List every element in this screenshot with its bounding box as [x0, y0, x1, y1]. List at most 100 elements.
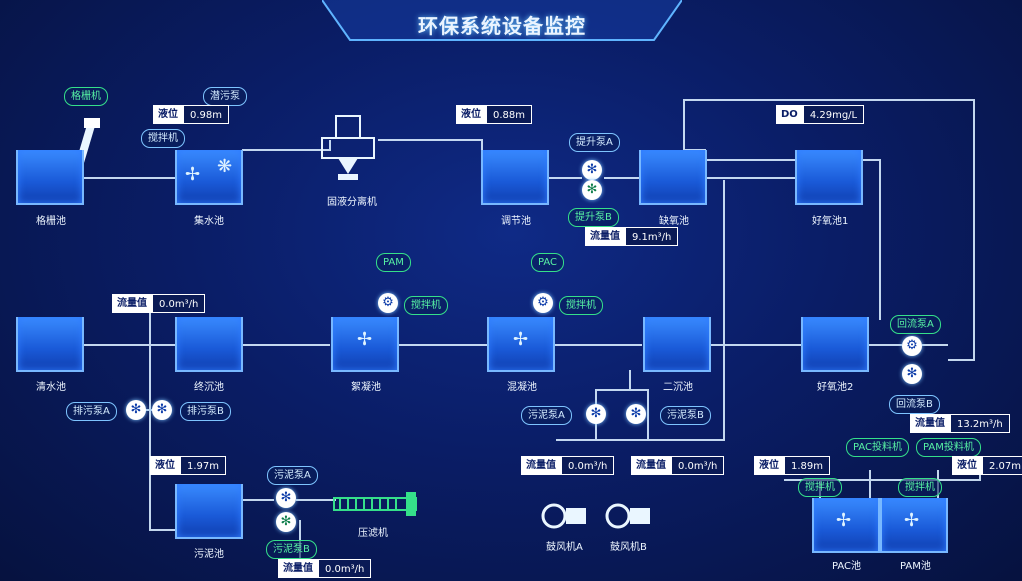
collect-mixer-label[interactable]: 搅拌机 [141, 129, 185, 148]
sludge-b-flow-key: 流量值 [631, 456, 671, 475]
floc-gear-icon[interactable]: ⚙ [378, 293, 398, 313]
do-readout: DO 4.29mg/L [776, 105, 865, 124]
pam-dose-label[interactable]: PAM [376, 253, 411, 272]
reflux-flow-readout: 流量值 13.2m³/h [910, 414, 1010, 433]
submersible-pump-label[interactable]: 潜污泵 [203, 87, 247, 106]
press-pump-a-icon[interactable]: ✻ [276, 488, 296, 508]
reflux-pump-a-icon[interactable]: ⚙ [902, 336, 922, 356]
lift-pump-b-label[interactable]: 提升泵B [568, 208, 619, 227]
tank-collect[interactable]: ✢ ❋ [175, 150, 243, 205]
collect-level-readout: 液位 0.98m [153, 105, 230, 124]
pam-doser-label[interactable]: PAM投料机 [916, 438, 981, 457]
blower-b-icon[interactable] [604, 498, 652, 532]
press-pump-b-icon[interactable]: ✻ [276, 512, 296, 532]
do-key: DO [776, 105, 803, 124]
pac-level-key: 液位 [754, 456, 784, 475]
pam-fan-icon: ✢ [904, 510, 920, 531]
pac-fan-icon: ✢ [836, 510, 852, 531]
sludge-b-flow-value: 0.0m³/h [671, 456, 725, 475]
filter-press-icon[interactable] [330, 490, 420, 520]
sludge-level-readout: 液位 1.97m [150, 456, 227, 475]
press-pump-a-label[interactable]: 污泥泵A [267, 466, 318, 485]
floc-fan-icon: ✢ [357, 329, 373, 350]
sludge-pump-a-icon[interactable]: ✻ [586, 404, 606, 424]
tank-adjust[interactable] [481, 150, 549, 205]
pac-doser-label[interactable]: PAC投料机 [846, 438, 910, 457]
press-label: 压滤机 [358, 528, 388, 539]
tank-anoxic-label: 缺氧池 [659, 216, 689, 227]
tank-coag-label: 混凝池 [507, 382, 537, 393]
drain-pump-a-icon[interactable]: ✻ [126, 400, 146, 420]
tank-sludge[interactable] [175, 484, 243, 539]
final-flow-key: 流量值 [112, 294, 152, 313]
pam-level-value: 2.07m [982, 456, 1022, 475]
page-title: 环保系统设备监控 [418, 14, 586, 38]
tank-floc-label: 絮凝池 [351, 382, 381, 393]
lift-pump-a-icon[interactable]: ✻ [582, 160, 602, 180]
lift-pump-b-icon[interactable]: ✻ [582, 180, 602, 200]
tank-final[interactable] [175, 317, 243, 372]
collect-pump-icon: ❋ [217, 156, 233, 177]
sludge-level-key: 液位 [150, 456, 180, 475]
collect-level-value: 0.98m [183, 105, 230, 124]
tank-sludge-label: 污泥池 [194, 549, 224, 560]
drain-pump-b-icon[interactable]: ✻ [152, 400, 172, 420]
adjust-level-key: 液位 [456, 105, 486, 124]
tank-collect-label: 集水池 [194, 216, 224, 227]
floc-mixer-label[interactable]: 搅拌机 [404, 296, 448, 315]
press-flow-readout: 流量值 0.0m³/h [278, 559, 372, 578]
lift-flow-key: 流量值 [585, 227, 625, 246]
tank-grille[interactable] [16, 150, 84, 205]
lift-pump-a-label[interactable]: 提升泵A [569, 133, 620, 152]
tank-pam[interactable]: ✢ [880, 498, 948, 553]
tank-final-label: 终沉池 [194, 382, 224, 393]
sludge-a-flow-readout: 流量值 0.0m³/h [521, 456, 615, 475]
blower-a-icon[interactable] [540, 498, 588, 532]
drain-pump-a-label[interactable]: 排污泵A [66, 402, 117, 421]
tank-aerobic1[interactable] [795, 150, 863, 205]
coag-mixer-label[interactable]: 搅拌机 [559, 296, 603, 315]
coag-fan-icon: ✢ [513, 329, 529, 350]
tank-pam-label: PAM池 [900, 561, 931, 572]
do-value: 4.29mg/L [802, 105, 865, 124]
reflux-flow-key: 流量值 [910, 414, 950, 433]
press-pump-b-label[interactable]: 污泥泵B [266, 540, 317, 559]
tank-pac[interactable]: ✢ [812, 498, 880, 553]
reflux-pump-b-icon[interactable]: ✻ [902, 364, 922, 384]
title-frame [322, 0, 682, 41]
sludge-pump-b-icon[interactable]: ✻ [626, 404, 646, 424]
final-flow-value: 0.0m³/h [152, 294, 206, 313]
reflux-pump-a-label[interactable]: 回流泵A [890, 315, 941, 334]
adjust-level-readout: 液位 0.88m [456, 105, 533, 124]
sludge-level-value: 1.97m [180, 456, 227, 475]
drain-pump-b-label[interactable]: 排污泵B [180, 402, 231, 421]
press-flow-value: 0.0m³/h [318, 559, 372, 578]
pac-dose-label[interactable]: PAC [531, 253, 565, 272]
reflux-pump-b-label[interactable]: 回流泵B [889, 395, 940, 414]
sludge-a-flow-key: 流量值 [521, 456, 561, 475]
grille-machine-label[interactable]: 格栅机 [64, 87, 108, 106]
press-flow-key: 流量值 [278, 559, 318, 578]
tank-aerobic2[interactable] [801, 317, 869, 372]
sludge-a-flow-value: 0.0m³/h [561, 456, 615, 475]
pam-mixer-label[interactable]: 搅拌机 [898, 478, 942, 497]
sludge-pump-a-label[interactable]: 污泥泵A [521, 406, 572, 425]
sludge-pump-b-label[interactable]: 污泥泵B [660, 406, 711, 425]
separator-icon[interactable] [318, 112, 378, 184]
tank-coag[interactable]: ✢ [487, 317, 555, 372]
tank-second[interactable] [643, 317, 711, 372]
tank-second-label: 二沉池 [663, 382, 693, 393]
lift-flow-value: 9.1m³/h [625, 227, 679, 246]
tank-grille-label: 格栅池 [36, 216, 66, 227]
tank-anoxic[interactable] [639, 150, 707, 205]
coag-gear-icon[interactable]: ⚙ [533, 293, 553, 313]
tank-clear[interactable] [16, 317, 84, 372]
tank-floc[interactable]: ✢ [331, 317, 399, 372]
tank-pac-label: PAC池 [832, 561, 862, 572]
pam-level-key: 液位 [952, 456, 982, 475]
pac-mixer-label[interactable]: 搅拌机 [798, 478, 842, 497]
tank-aerobic1-label: 好氧池1 [812, 216, 849, 227]
sludge-b-flow-readout: 流量值 0.0m³/h [631, 456, 725, 475]
collect-fan-icon: ✢ [185, 164, 201, 185]
